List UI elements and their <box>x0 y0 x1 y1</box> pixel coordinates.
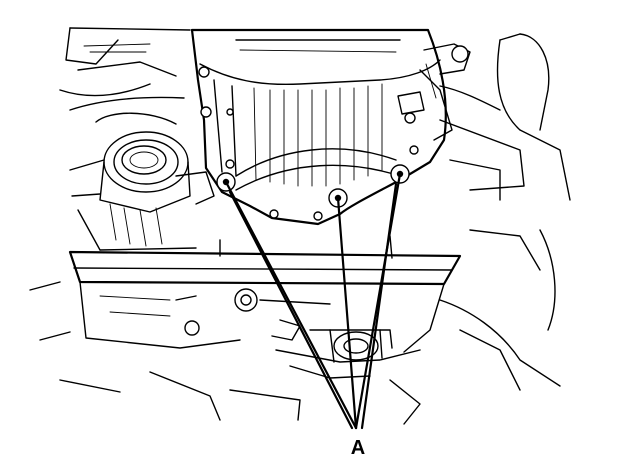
bell-housing <box>190 28 447 226</box>
housing-bolts <box>198 66 419 221</box>
callout-leaders <box>224 172 402 430</box>
callout-label-a: A <box>350 437 366 459</box>
sensor-bracket <box>397 43 501 141</box>
fluid-port <box>69 112 215 251</box>
background-engine-bay <box>29 27 571 425</box>
transmission-case <box>68 235 462 353</box>
lower-mount <box>275 329 421 379</box>
